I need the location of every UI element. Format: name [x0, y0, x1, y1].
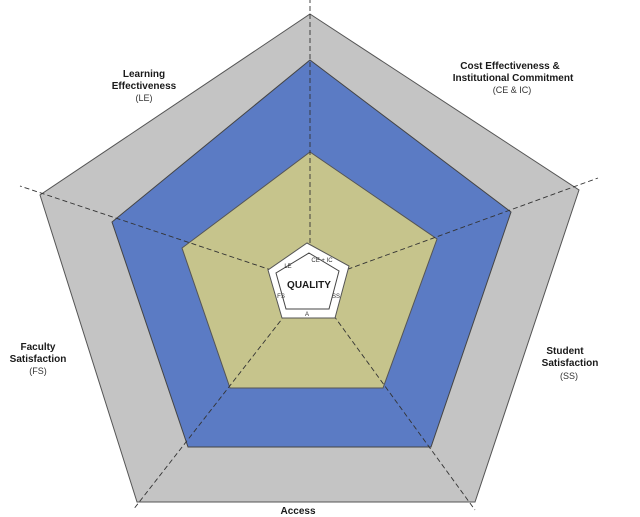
axis-line-student-satisfaction — [309, 177, 599, 284]
student-satisfaction-abbr: (SS) — [560, 371, 578, 381]
axis-line-access — [309, 282, 476, 511]
core-label-fs: FS — [277, 294, 285, 300]
cost-effectiveness-line-2: Institutional Commitment — [453, 73, 574, 84]
label-faculty-satisfaction: Faculty Satisfaction (FS) — [10, 342, 67, 376]
core-label-ce-ic: CE + IC — [311, 258, 333, 264]
core-label-le: LE — [284, 264, 291, 270]
learning-effectiveness-abbr: (LE) — [135, 93, 152, 103]
label-cost-effectiveness: Cost Effectiveness & Institutional Commi… — [453, 61, 574, 95]
label-access: Access — [280, 506, 315, 517]
axis-line-learning-effectiveness — [19, 185, 311, 284]
faculty-satisfaction-abbr: (FS) — [29, 366, 47, 376]
core-label-ss: SS — [332, 294, 340, 300]
learning-effectiveness-line-2: Effectiveness — [112, 81, 177, 92]
quality-core-inner — [275, 252, 340, 310]
learning-effectiveness-line-1: Learning — [123, 69, 165, 80]
faculty-satisfaction-line-1: Faculty — [20, 342, 55, 353]
student-satisfaction-line-2: Satisfaction — [542, 358, 599, 369]
core-label-a: A — [305, 312, 309, 318]
label-learning-effectiveness: Learning Effectiveness (LE) — [112, 69, 177, 103]
label-student-satisfaction: Student Satisfaction (SS) — [542, 346, 599, 381]
center-label: QUALITY — [287, 280, 331, 291]
faculty-satisfaction-line-2: Satisfaction — [10, 354, 67, 365]
cost-effectiveness-line-1: Cost Effectiveness & — [460, 61, 559, 72]
student-satisfaction-line-1: Student — [546, 346, 584, 357]
cost-effectiveness-abbr: (CE & IC) — [493, 85, 532, 95]
axis-lines — [19, 0, 599, 511]
